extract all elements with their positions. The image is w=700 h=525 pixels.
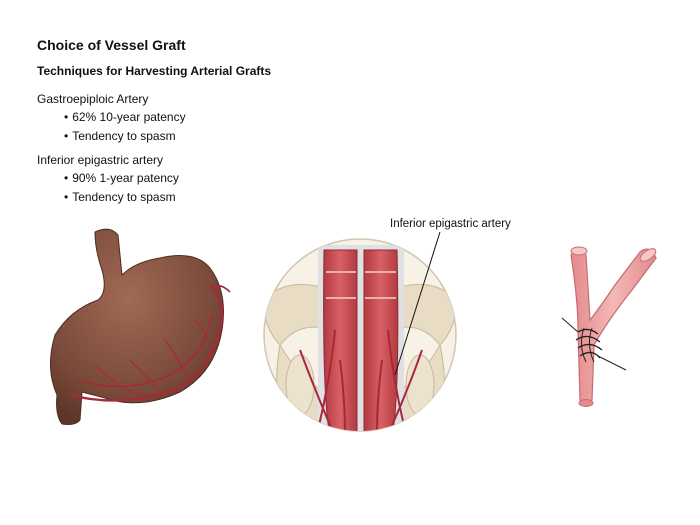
pelvis-illustration bbox=[263, 231, 457, 432]
epigastric-artery-left bbox=[299, 329, 346, 431]
page-title: Choice of Vessel Graft bbox=[37, 37, 186, 53]
vessel-graft bbox=[570, 248, 657, 405]
page-subtitle: Techniques for Harvesting Arterial Graft… bbox=[37, 64, 272, 78]
rectus-muscle-left bbox=[323, 249, 358, 431]
artery-branch bbox=[77, 314, 213, 388]
rectus-muscle-right bbox=[363, 249, 399, 431]
section-heading: Inferior epigastric artery bbox=[37, 153, 164, 167]
bullet-item: Tendency to spasm bbox=[64, 129, 186, 143]
artery-branch bbox=[211, 284, 231, 293]
iliac-bone-left bbox=[264, 283, 331, 346]
femur-head-right bbox=[405, 354, 435, 416]
section-gastroepiploic: Gastroepiploic Artery 62% 10-year patenc… bbox=[37, 92, 186, 148]
bullet-item: Tendency to spasm bbox=[64, 190, 179, 204]
vessel-lumen bbox=[570, 246, 588, 256]
anastomosis-illustration bbox=[561, 246, 657, 407]
epigastric-artery-right bbox=[376, 329, 423, 431]
suture-thread bbox=[561, 317, 579, 333]
femur-head-left bbox=[285, 354, 315, 416]
section-heading: Gastroepiploic Artery bbox=[37, 92, 149, 106]
bullet-item: 90% 1-year patency bbox=[64, 171, 179, 185]
vessel-lumen bbox=[639, 248, 657, 262]
artery-branches bbox=[94, 319, 213, 396]
suture-stitches bbox=[580, 327, 595, 363]
suture-thread bbox=[597, 355, 627, 371]
bullet-list: 90% 1-year patency Tendency to spasm bbox=[37, 171, 179, 204]
bullet-list: 62% 10-year patency Tendency to spasm bbox=[37, 110, 186, 143]
callout-leader-line bbox=[394, 231, 441, 376]
bullet-item: 62% 10-year patency bbox=[64, 110, 185, 124]
stomach-body bbox=[50, 228, 224, 425]
stomach-illustration bbox=[50, 228, 231, 425]
section-epigastric: Inferior epigastric artery 90% 1-year pa… bbox=[37, 153, 179, 209]
iliac-bone-right bbox=[391, 283, 456, 346]
callout-label: Inferior epigastric artery bbox=[390, 218, 511, 230]
gastroepiploic-artery bbox=[69, 284, 224, 402]
suture-stitches bbox=[575, 328, 603, 359]
